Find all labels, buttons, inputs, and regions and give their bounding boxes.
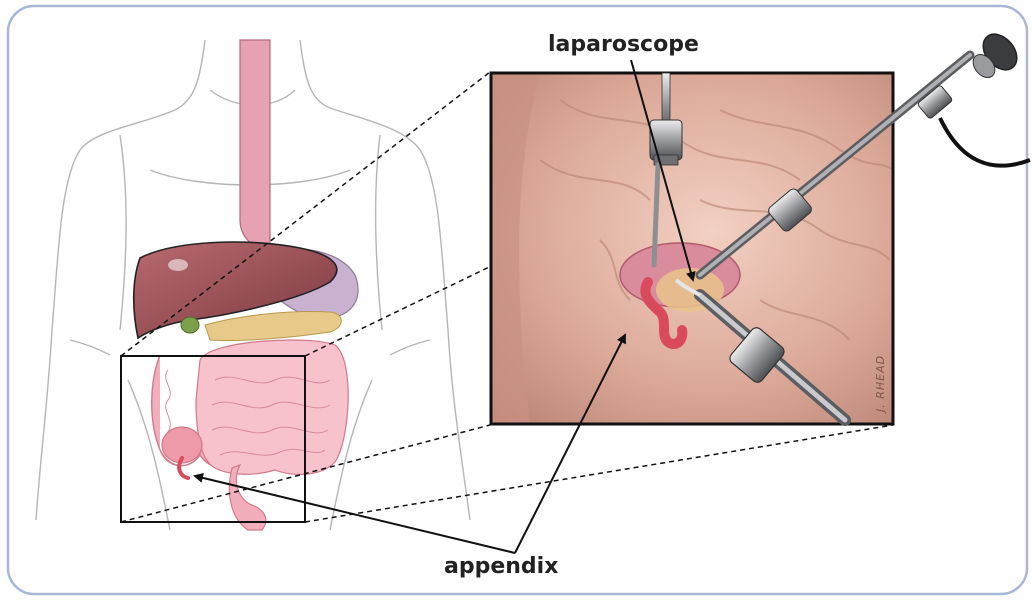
inset-view bbox=[491, 73, 893, 424]
illustrator-signature: J. RHEAD bbox=[874, 355, 887, 412]
appendix-label: appendix bbox=[444, 556, 558, 578]
liver-highlight bbox=[168, 259, 188, 271]
laparoscope-label: laparoscope bbox=[548, 34, 699, 56]
esophagus bbox=[240, 40, 270, 252]
gallbladder bbox=[181, 317, 199, 333]
